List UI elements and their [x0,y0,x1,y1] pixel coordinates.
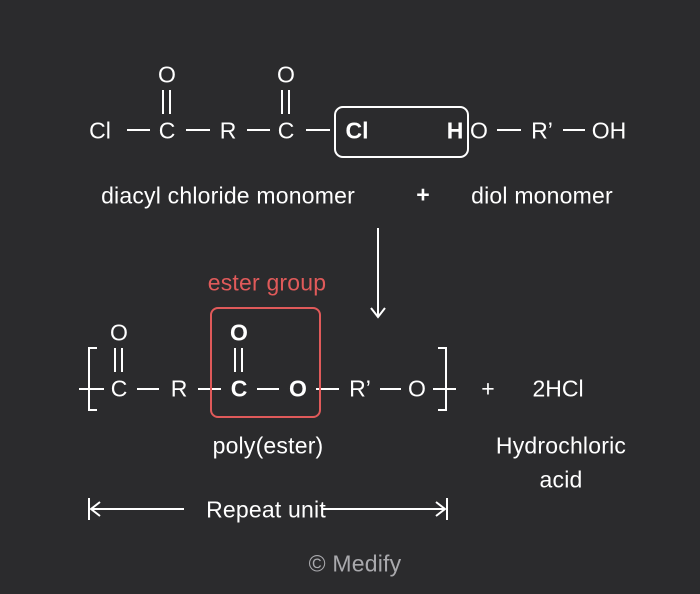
diacyl-chloride-label: diacyl chloride monomer [101,182,355,209]
atom-oh-end: OH [591,117,627,144]
atom-r-prime: R’ [531,117,553,144]
bracket-right [438,347,447,411]
atom-c2: C [277,117,295,144]
repeat-arrow-right-head [435,501,447,517]
bracket-left [88,347,97,411]
atom-o-end-prod: O [408,375,426,402]
atom-o-ester: O [289,375,307,402]
polyester-label: poly(ester) [212,432,324,459]
atom-cl-left: Cl [89,117,111,144]
atom-c2-prod: C [230,375,248,402]
reaction-arrow-head [370,307,386,319]
repeat-unit-label: Repeat unit [206,496,326,523]
diol-label: diol monomer [471,182,613,209]
ester-group-box [210,307,321,418]
reactant-plus: + [416,181,430,208]
byproduct-hcl: 2HCl [532,375,584,402]
atom-r-prod: R [170,375,188,402]
hydrochloric-label-line2: acid [539,466,583,493]
atom-r-prime-prod: R’ [349,375,371,402]
leaving-group-box [334,106,469,158]
atom-o-diol: O [470,117,488,144]
atom-h-leaving: H [446,117,464,144]
atom-c1: C [158,117,176,144]
atom-o-top1: O [110,319,128,346]
atom-cl-leaving: Cl [345,117,369,144]
atom-o2: O [277,61,295,88]
product-plus: + [481,375,495,402]
hydrochloric-label-line1: Hydrochloric [495,432,627,459]
atom-c1-prod: C [110,375,128,402]
atom-o1: O [158,61,176,88]
ester-group-label: ester group [207,269,327,296]
repeat-arrow-left-head [89,501,101,517]
watermark: © Medify [308,550,402,577]
atom-o-top2: O [230,319,248,346]
atom-r: R [219,117,237,144]
